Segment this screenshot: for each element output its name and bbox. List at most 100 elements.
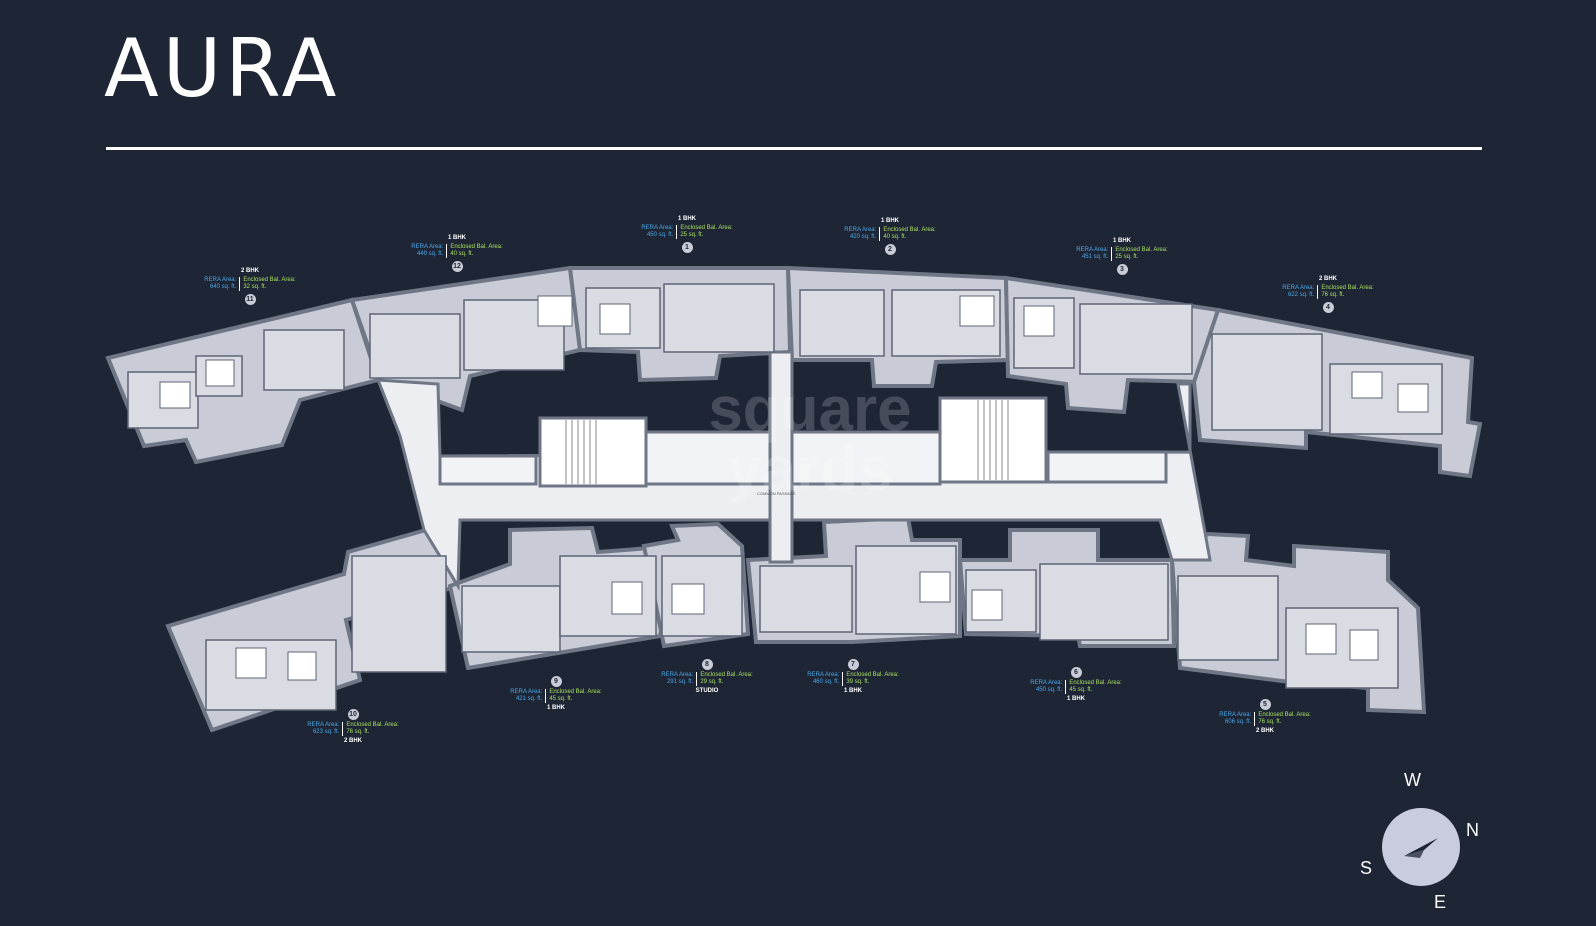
- unit-type: 2 BHK: [1318, 276, 1337, 282]
- spine: [768, 350, 794, 564]
- unit-type: 1 BHK: [1112, 238, 1131, 244]
- room: [759, 565, 853, 633]
- bed: [235, 647, 267, 679]
- room: [263, 329, 345, 391]
- rera-value: 421 sq. ft.: [515, 696, 543, 702]
- enclosed-label: Enclosed Bal. Area:: [1115, 247, 1168, 253]
- enclosed-label: Enclosed Bal. Area:: [450, 244, 503, 250]
- compass: W N S E: [1360, 770, 1479, 912]
- rera-label: RERA Area:: [411, 244, 444, 250]
- unit-type: 1 BHK: [880, 218, 899, 224]
- room-partitions: [127, 283, 1443, 711]
- rera-value: 291 sq. ft.: [666, 679, 694, 685]
- unit-number-badge: 5: [1259, 699, 1271, 710]
- room: [1177, 575, 1279, 661]
- rera-label: RERA Area:: [661, 672, 694, 678]
- unit-label-4: 2 BHK RERA Area:622 sq. ft. Enclosed Bal…: [1253, 276, 1403, 313]
- rera-value: 460 sq. ft.: [812, 679, 840, 685]
- bed: [159, 381, 191, 409]
- rera-label: RERA Area:: [807, 672, 840, 678]
- room: [1079, 303, 1193, 375]
- room: [1285, 607, 1399, 689]
- enclosed-value: 29 sq. ft.: [700, 679, 724, 685]
- rera-label: RERA Area:: [641, 225, 674, 231]
- enclosed-label: Enclosed Bal. Area:: [883, 227, 936, 233]
- furniture: [159, 295, 1429, 681]
- unit-type: STUDIO: [695, 688, 719, 694]
- enclosed-label: Enclosed Bal. Area:: [549, 689, 602, 695]
- enclosed-value: 40 sq. ft.: [450, 251, 474, 257]
- watermark: square yards: [708, 375, 912, 504]
- enclosed-label: Enclosed Bal. Area:: [346, 722, 399, 728]
- unit-label-5: 5 RERA Area:606 sq. ft. Enclosed Bal. Ar…: [1190, 696, 1340, 735]
- unit-label-11: 2 BHK RERA Area:640 sq. ft. Enclosed Bal…: [175, 268, 325, 305]
- rera-value: 451 sq. ft.: [1081, 254, 1109, 260]
- bed: [1349, 629, 1379, 661]
- rera-label: RERA Area:: [204, 277, 237, 283]
- bed: [1397, 383, 1429, 413]
- compass-north: N: [1466, 820, 1479, 840]
- unit-label-7: 7 RERA Area:460 sq. ft. Enclosed Bal. Ar…: [778, 656, 928, 695]
- enclosed-label: Enclosed Bal. Area:: [680, 225, 733, 231]
- room: [461, 585, 561, 653]
- enclosed-value: 76 sq. ft.: [1258, 719, 1282, 725]
- rera-label: RERA Area:: [510, 689, 543, 695]
- unit-label-6: 6 RERA Area:450 sq. ft. Enclosed Bal. Ar…: [1001, 664, 1151, 703]
- unit-label-10: 10 RERA Area:623 sq. ft. Enclosed Bal. A…: [278, 706, 428, 745]
- rera-value: 450 sq. ft.: [646, 232, 674, 238]
- room: [369, 313, 461, 379]
- stair-treads: [565, 400, 1009, 484]
- unit-label-8: 8 RERA Area:291 sq. ft. Enclosed Bal. Ar…: [632, 656, 782, 695]
- enclosed-label: Enclosed Bal. Area:: [700, 672, 753, 678]
- bed: [1305, 623, 1337, 655]
- unit-label-9: 9 RERA Area:421 sq. ft. Enclosed Bal. Ar…: [481, 673, 631, 712]
- rera-value: 622 sq. ft.: [1287, 292, 1315, 298]
- enclosed-value: 32 sq. ft.: [243, 284, 267, 290]
- rera-value: 640 sq. ft.: [209, 284, 237, 290]
- enclosed-value: 40 sq. ft.: [883, 234, 907, 240]
- room: [799, 289, 885, 357]
- enclosed-label: Enclosed Bal. Area:: [1069, 680, 1122, 686]
- bed: [205, 359, 235, 387]
- enclosed-value: 76 sq. ft.: [1321, 292, 1345, 298]
- bed: [671, 583, 705, 615]
- enclosed-label: Enclosed Bal. Area:: [846, 672, 899, 678]
- unit-number-badge: 1: [681, 242, 693, 253]
- bed: [599, 303, 631, 335]
- rera-label: RERA Area:: [1219, 712, 1252, 718]
- enclosed-label: Enclosed Bal. Area:: [1258, 712, 1311, 718]
- page-title: AURA: [104, 22, 341, 115]
- enclosed-value: 76 sq. ft.: [346, 729, 370, 735]
- rera-value: 623 sq. ft.: [312, 729, 340, 735]
- unit-type: 2 BHK: [343, 738, 362, 744]
- enclosed-value: 25 sq. ft.: [680, 232, 704, 238]
- bed: [1351, 371, 1383, 399]
- unit-number-badge: 2: [884, 244, 896, 255]
- unit-number-badge: 10: [347, 709, 359, 720]
- unit-type: 1 BHK: [447, 235, 466, 241]
- title-divider: [106, 147, 1482, 150]
- unit-number-badge: 11: [244, 294, 256, 305]
- enclosed-value: 39 sq. ft.: [846, 679, 870, 685]
- enclosed-label: Enclosed Bal. Area:: [1321, 285, 1374, 291]
- compass-needle-icon: [1404, 838, 1438, 858]
- rera-label: RERA Area:: [1282, 285, 1315, 291]
- rera-value: 420 sq. ft.: [849, 234, 877, 240]
- rera-label: RERA Area:: [844, 227, 877, 233]
- unit-type: 1 BHK: [1066, 696, 1085, 702]
- bed: [1023, 305, 1055, 337]
- stair-core-west: [538, 416, 648, 488]
- core: [375, 350, 1212, 592]
- unit-label-12: 1 BHK RERA Area:449 sq. ft. Enclosed Bal…: [382, 235, 532, 272]
- unit-number-badge: 3: [1116, 264, 1128, 275]
- rera-label: RERA Area:: [1076, 247, 1109, 253]
- enclosed-value: 45 sq. ft.: [549, 696, 573, 702]
- unit-type: 1 BHK: [843, 688, 862, 694]
- compass-east: E: [1434, 892, 1447, 912]
- rera-value: 606 sq. ft.: [1224, 719, 1252, 725]
- bed: [959, 295, 995, 327]
- unit-type: 1 BHK: [546, 705, 565, 711]
- room: [351, 555, 447, 673]
- unit-number-badge: 8: [701, 659, 713, 670]
